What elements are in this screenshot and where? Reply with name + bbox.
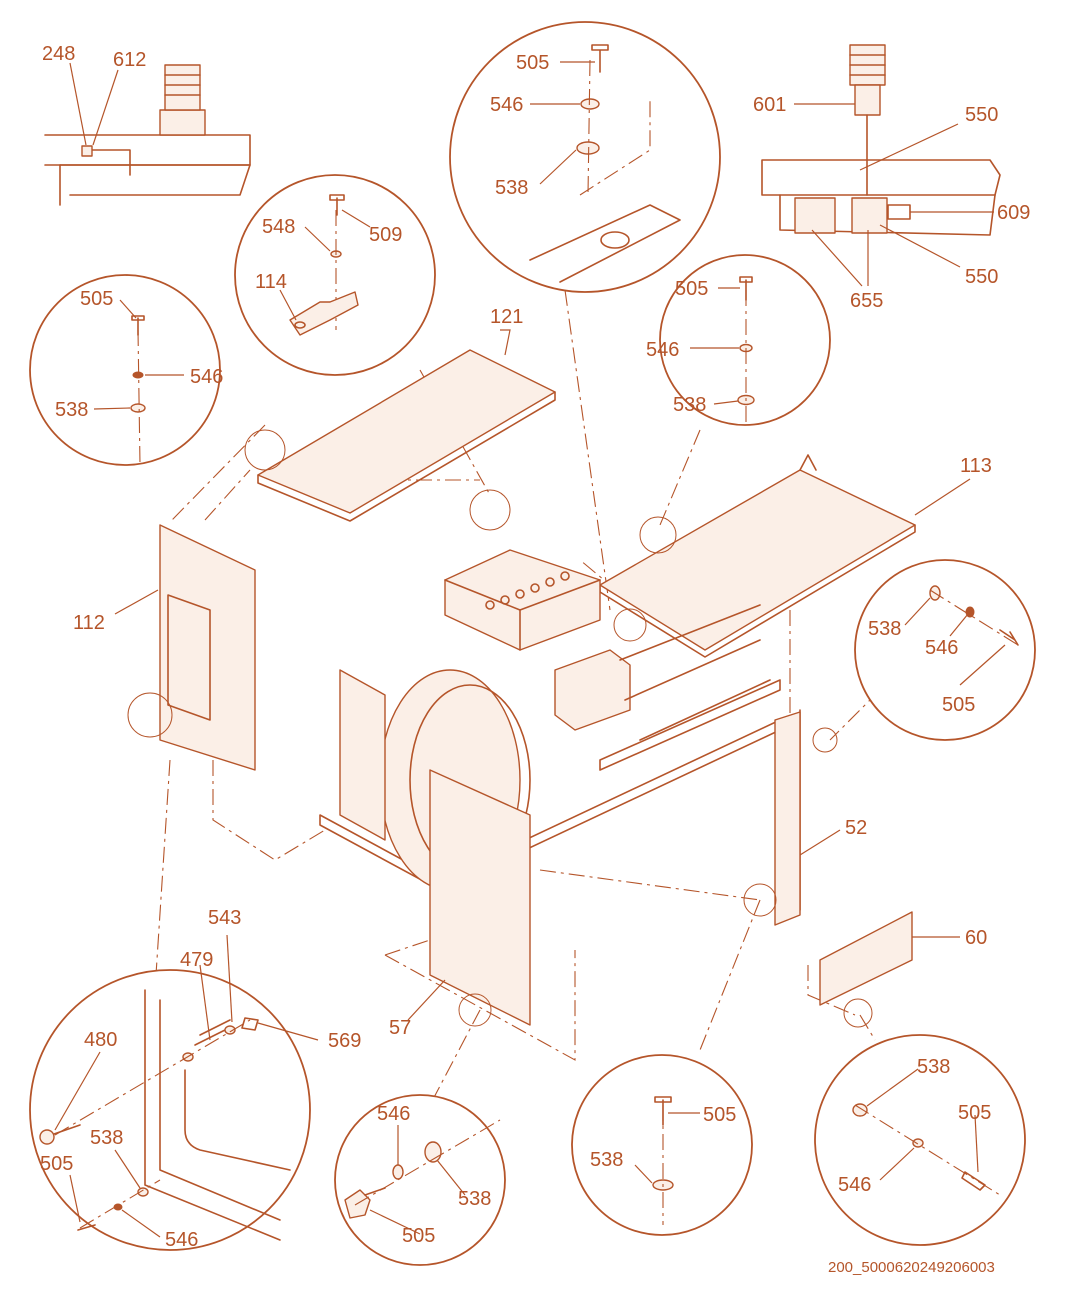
label-538: 538 <box>90 1127 123 1149</box>
label-505: 505 <box>40 1153 73 1175</box>
label-538: 538 <box>590 1149 623 1171</box>
label-538: 538 <box>868 618 901 640</box>
main-assembly <box>127 349 916 1028</box>
label-546: 546 <box>838 1174 871 1196</box>
label-505: 505 <box>675 278 708 300</box>
post-52 <box>774 711 801 926</box>
label-538: 538 <box>55 399 88 421</box>
label-612: 612 <box>113 49 146 71</box>
label-113: 113 <box>960 455 992 477</box>
callout-top-center <box>449 21 721 293</box>
label-543: 543 <box>208 907 241 929</box>
callout-bottom-left <box>29 969 311 1251</box>
label-248: 248 <box>42 43 75 65</box>
label-550: 550 <box>965 266 998 288</box>
callout-bottom-right <box>814 1034 1026 1246</box>
inset-top-left <box>44 64 251 206</box>
drawing-code: 200_5000620249206003 <box>828 1259 995 1276</box>
callout-left <box>29 274 221 466</box>
panel-60 <box>819 911 913 1006</box>
label-609: 609 <box>997 202 1030 224</box>
label-505: 505 <box>958 1102 991 1124</box>
label-57: 57 <box>389 1017 411 1039</box>
label-546: 546 <box>165 1229 198 1251</box>
label-546: 546 <box>377 1103 410 1125</box>
label-569: 569 <box>328 1030 361 1052</box>
label-655: 655 <box>850 290 883 312</box>
label-505: 505 <box>80 288 113 310</box>
label-479: 479 <box>180 949 213 971</box>
label-505: 505 <box>516 52 549 74</box>
label-505: 505 <box>402 1225 435 1247</box>
label-546: 546 <box>490 94 523 116</box>
label-550: 550 <box>965 104 998 126</box>
label-114: 114 <box>255 271 287 293</box>
label-538: 538 <box>673 394 706 416</box>
label-112: 112 <box>73 612 105 634</box>
label-509: 509 <box>369 224 402 246</box>
leader-lines <box>54 61 1006 1238</box>
callout-bottom-center <box>334 1094 506 1266</box>
label-546: 546 <box>190 366 223 388</box>
callout-548-509-114 <box>234 174 436 376</box>
label-60: 60 <box>965 927 987 949</box>
label-546: 546 <box>646 339 679 361</box>
inset-top-right <box>761 44 1001 236</box>
callout-right <box>854 559 1036 741</box>
label-505: 505 <box>703 1104 736 1126</box>
callout-bottom-middle <box>571 1054 753 1236</box>
label-505: 505 <box>942 694 975 716</box>
label-121: 121 <box>490 306 523 328</box>
front-panel-57 <box>429 769 531 1026</box>
part-labels: 248 612 601 550 609 550 655 505 546 538 … <box>40 43 1030 1251</box>
label-548: 548 <box>262 216 295 238</box>
label-480: 480 <box>84 1029 117 1051</box>
label-601: 601 <box>753 94 786 116</box>
label-538: 538 <box>917 1056 950 1078</box>
control-box <box>444 549 601 651</box>
label-538: 538 <box>495 177 528 199</box>
label-52: 52 <box>845 817 867 839</box>
label-538: 538 <box>458 1188 491 1210</box>
side-panel-112 <box>159 524 256 771</box>
callout-mid-right <box>659 254 831 426</box>
label-546: 546 <box>925 637 958 659</box>
